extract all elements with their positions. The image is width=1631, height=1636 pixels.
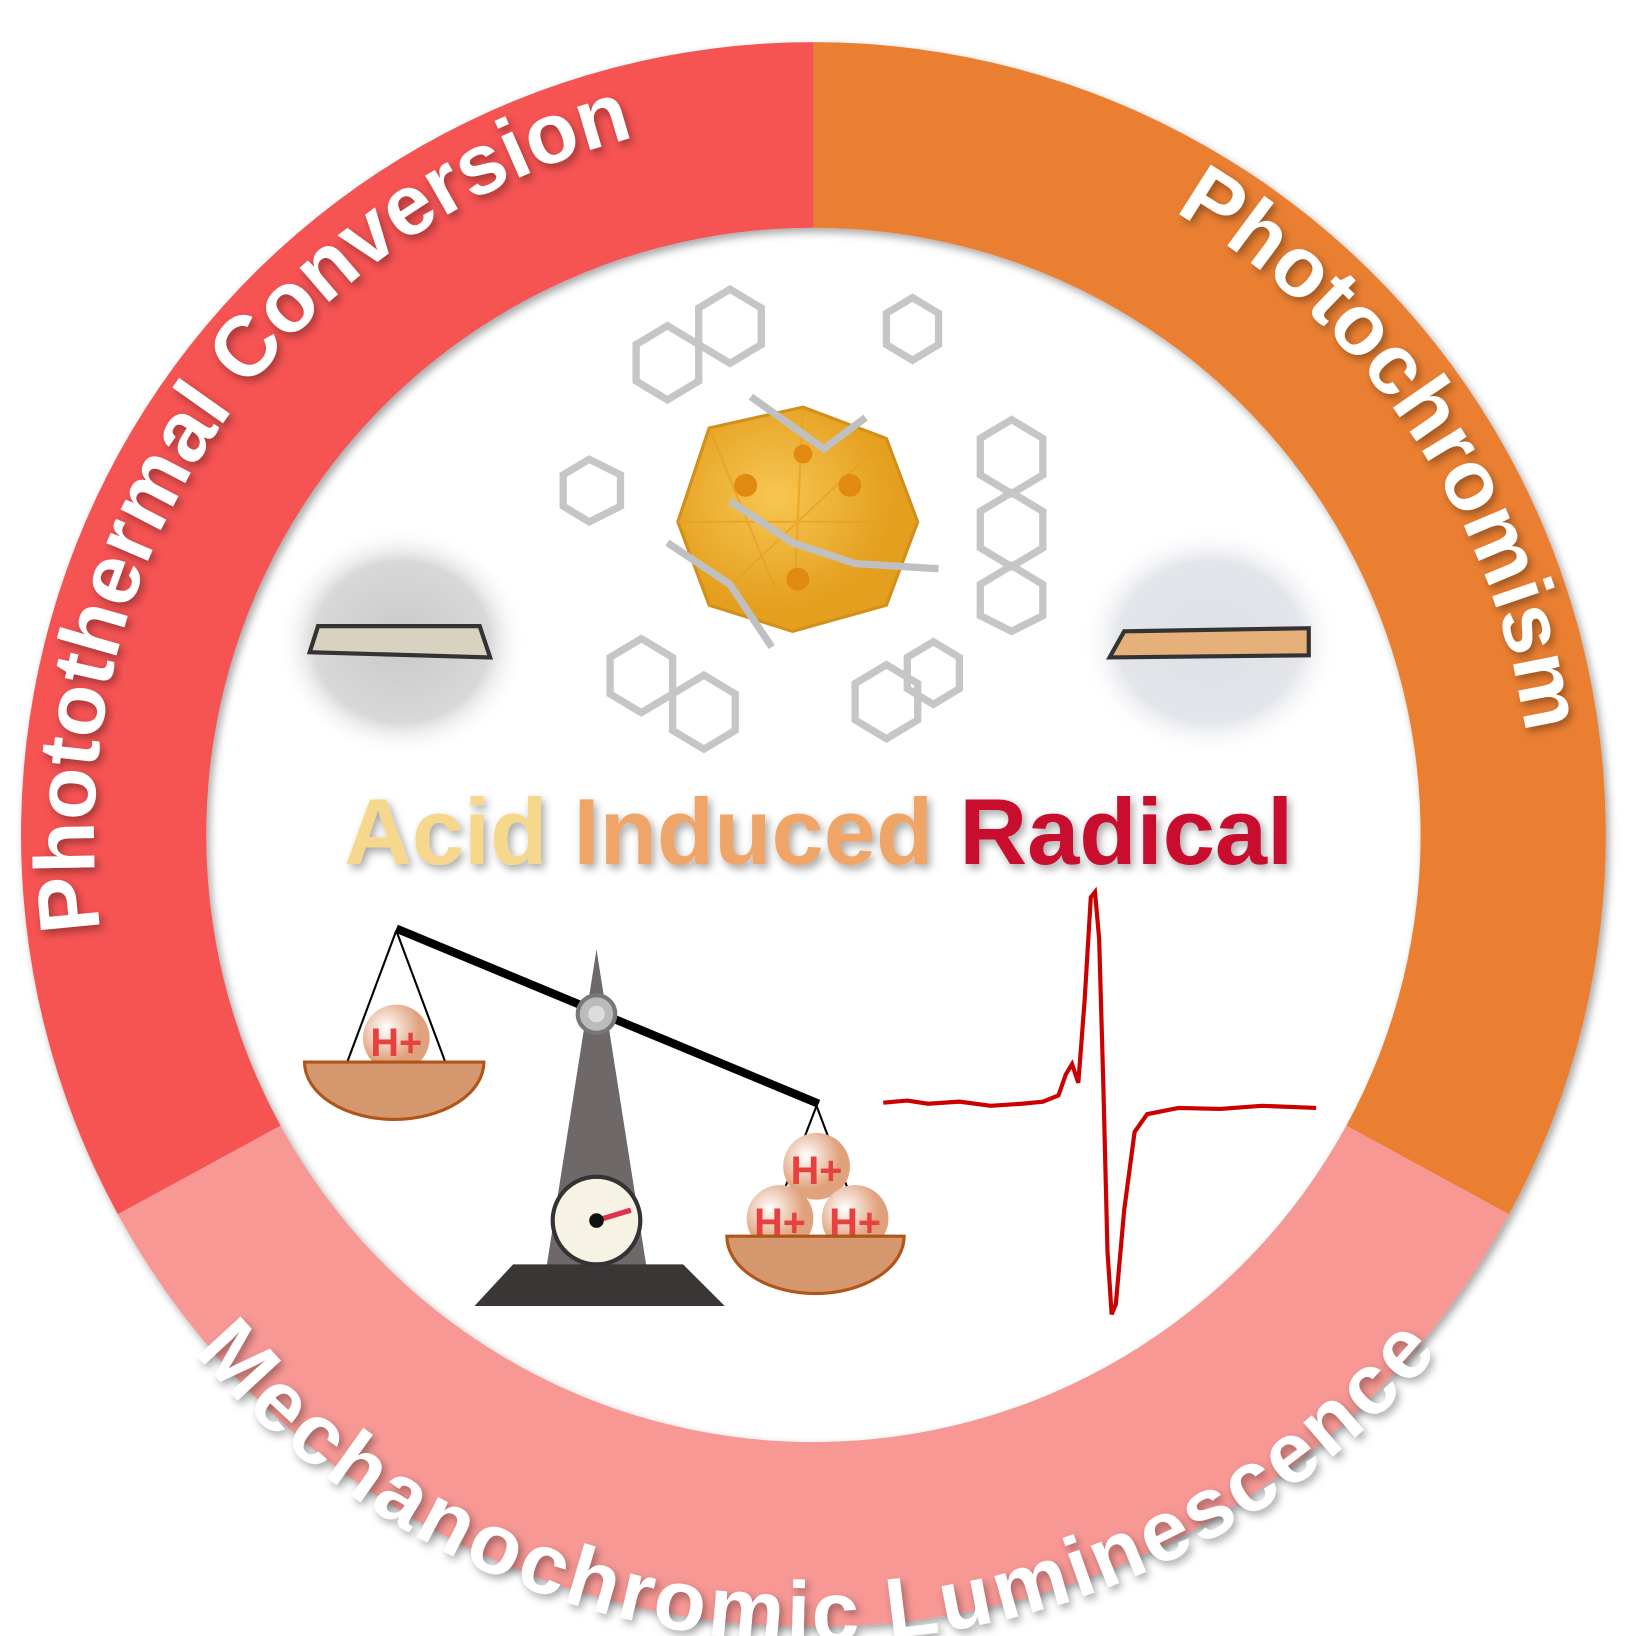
molecular-structure <box>559 285 1047 754</box>
segment-photothermal <box>21 42 814 1215</box>
title-word-acid: Acid <box>344 779 547 884</box>
epr-spectrum <box>883 886 1317 1316</box>
left-crystal-image <box>276 527 527 757</box>
segment-photochromism <box>813 42 1606 1215</box>
balance-scale: H+ H+ H+ H+ <box>302 924 906 1307</box>
title-word-radical: Radical <box>959 779 1293 884</box>
proton-label: H+ <box>370 1021 422 1065</box>
svg-text:Acid Induced Rad: Acid Induced Radical <box>344 779 1293 884</box>
central-title: Acid Induced Radical <box>344 779 1293 884</box>
segment-mechanochromic <box>117 1125 1509 1627</box>
proton-label: H+ <box>791 1149 843 1193</box>
right-crystal-image <box>1079 527 1341 757</box>
gauge-icon <box>550 1174 643 1267</box>
title-word-induced: Induced <box>574 779 934 884</box>
